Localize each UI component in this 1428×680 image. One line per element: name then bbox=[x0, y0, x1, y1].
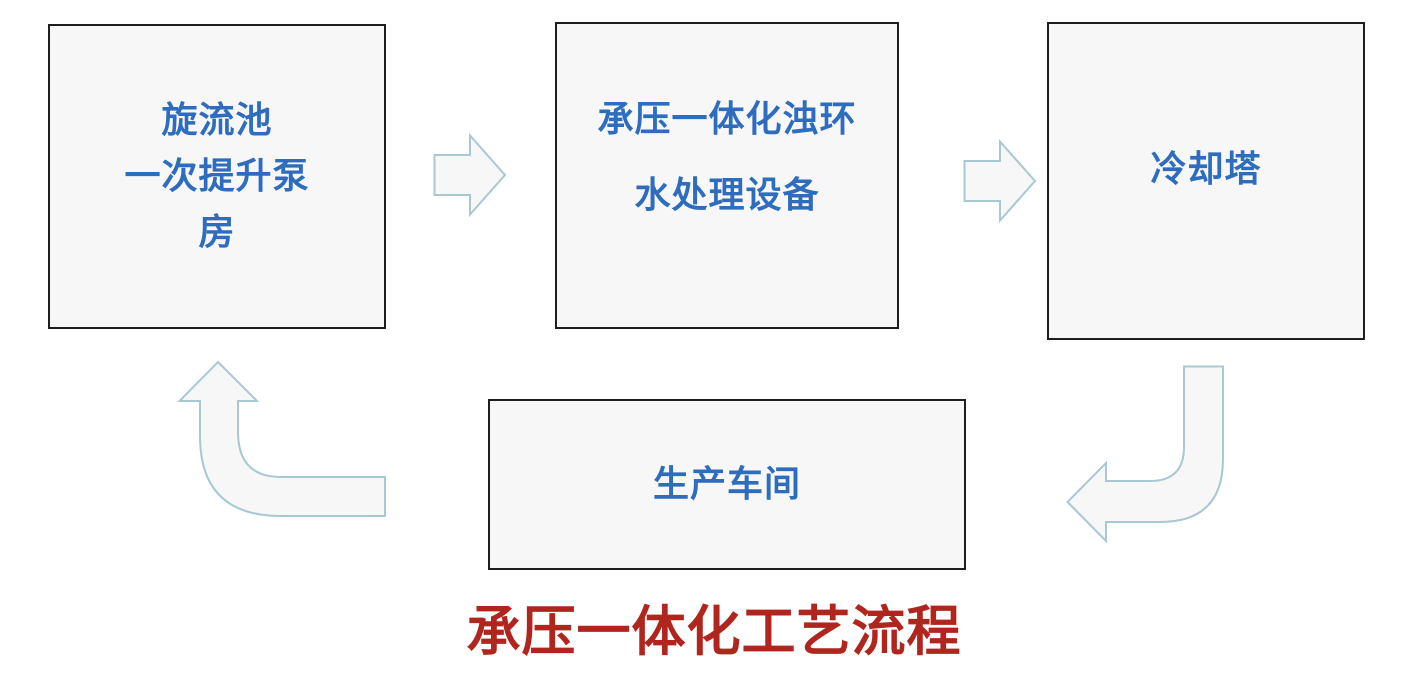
node-label: 冷却塔 bbox=[1150, 152, 1261, 188]
node-label-line: 旋流池 bbox=[161, 99, 273, 141]
node-label-line: 房 bbox=[198, 211, 236, 253]
right-arrow-icon bbox=[433, 132, 507, 218]
node-label-line: 生产车间 bbox=[652, 463, 801, 505]
right-arrow-icon bbox=[963, 138, 1037, 224]
node-label-line: 冷却塔 bbox=[1150, 149, 1262, 190]
node-label-line: 一次提升泵 bbox=[124, 155, 310, 197]
bent-down-left-arrow-icon bbox=[1066, 365, 1226, 545]
bent-left-up-arrow-icon bbox=[177, 360, 388, 520]
node-cooling-tower: 冷却塔 bbox=[1047, 22, 1365, 340]
node-label: 旋流池 一次提升泵 房 bbox=[124, 83, 309, 271]
node-label: 生产车间 bbox=[652, 463, 801, 505]
diagram-title: 承压一体化工艺流程 bbox=[466, 600, 962, 663]
node-label-line: 水处理设备 bbox=[634, 175, 820, 216]
node-label: 承压一体化浊环 水处理设备 bbox=[597, 102, 856, 254]
node-label-line: 承压一体化浊环 bbox=[597, 99, 857, 140]
node-production-workshop: 生产车间 bbox=[488, 399, 966, 570]
node-pressure-integrated-equipment: 承压一体化浊环 水处理设备 bbox=[555, 22, 899, 329]
node-swirl-pit-pump-house: 旋流池 一次提升泵 房 bbox=[48, 24, 386, 329]
